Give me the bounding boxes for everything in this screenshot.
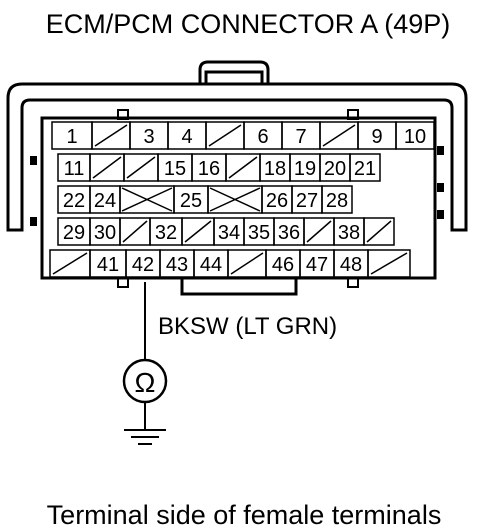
terminal-number: 28 (326, 190, 348, 212)
unused-terminal-mark (228, 156, 258, 179)
terminal-number: 48 (340, 254, 362, 276)
unused-terminal-mark (52, 252, 88, 275)
footer-caption: Terminal side of female terminals (47, 500, 442, 530)
unused-terminal-mark (370, 252, 408, 275)
blank-terminal-cross (209, 187, 261, 212)
terminal-number: 7 (295, 126, 306, 148)
unused-terminal-mark (208, 124, 242, 147)
terminal-number: 44 (200, 254, 222, 276)
unused-terminal-mark (92, 156, 122, 179)
terminal-number: 35 (248, 222, 270, 244)
ohm-symbol: Ω (135, 367, 156, 398)
terminal-number: 3 (143, 126, 154, 148)
terminal-number: 29 (63, 222, 85, 244)
ground-icon (124, 429, 166, 445)
unused-terminal-mark (230, 252, 264, 275)
unused-terminal-mark (122, 220, 148, 243)
wire-label: BKSW (LT GRN) (158, 313, 337, 340)
terminal-number: 18 (264, 158, 286, 180)
connector-housing (6, 60, 468, 296)
unused-terminal-mark (366, 220, 392, 243)
terminal-number: 30 (94, 222, 116, 244)
terminal-number: 11 (64, 158, 85, 180)
terminal-number: 16 (198, 158, 220, 180)
terminal-number: 27 (296, 190, 318, 212)
terminal-number: 9 (371, 126, 382, 148)
terminal-number: 20 (324, 158, 346, 180)
terminal-number: 46 (272, 254, 294, 276)
diagram-title: ECM/PCM CONNECTOR A (49P) (46, 9, 451, 39)
unused-terminal-mark (306, 220, 332, 243)
unused-terminal-mark (322, 124, 356, 147)
terminal-cell (349, 153, 381, 182)
terminal-number: 34 (218, 222, 240, 244)
terminal-number: 4 (181, 126, 192, 148)
terminal-number: 21 (354, 158, 376, 180)
side-lock-markers (30, 146, 444, 226)
unused-terminal-mark (184, 220, 212, 243)
terminal-number: 1 (66, 126, 77, 148)
terminal-number: 6 (257, 126, 268, 148)
terminal-number: 15 (164, 158, 186, 180)
terminal-number: 47 (306, 254, 328, 276)
terminal-number: 26 (266, 190, 288, 212)
terminal-number: 24 (94, 190, 116, 212)
unused-terminal-mark (126, 156, 156, 179)
terminal-number: 19 (294, 158, 316, 180)
terminal-number: 42 (132, 254, 154, 276)
terminal-number: 25 (180, 190, 202, 212)
terminal-number: 22 (63, 190, 85, 212)
blank-terminal-cross (121, 187, 173, 212)
terminal-cell (367, 249, 411, 278)
terminal-number: 41 (97, 254, 119, 276)
unused-terminal-mark (94, 124, 128, 147)
terminal-number: 43 (166, 254, 188, 276)
terminal-number: 38 (338, 222, 360, 244)
terminal-number: 32 (155, 222, 177, 244)
terminal-number: 36 (278, 222, 300, 244)
terminal-cell (321, 185, 353, 214)
terminal-cell (363, 217, 395, 246)
terminal-number: 10 (404, 126, 426, 148)
terminal-cell (395, 121, 435, 150)
